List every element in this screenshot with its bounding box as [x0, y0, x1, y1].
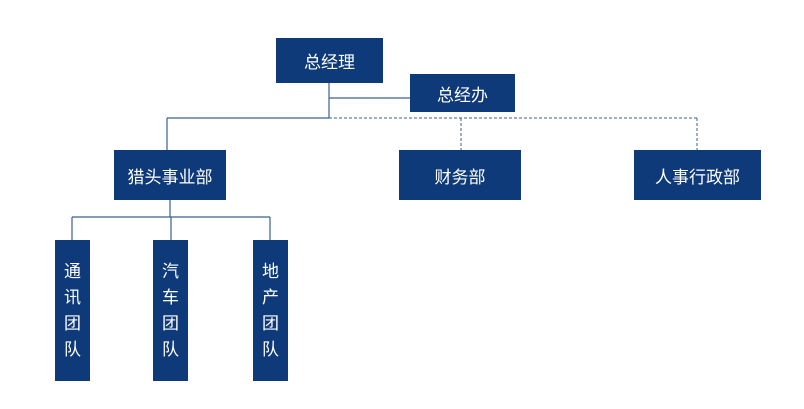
team-char: 通	[64, 261, 81, 282]
team-char: 队	[64, 339, 81, 360]
finance-dept-box: 财务部	[399, 150, 521, 200]
team-char: 讯	[64, 287, 81, 308]
finance-dept-label: 财务部	[434, 167, 486, 188]
team-char: 队	[162, 339, 179, 360]
team-char: 队	[262, 339, 279, 360]
headhunting-dept-label: 猎头事业部	[127, 167, 213, 188]
team-char: 团	[64, 313, 81, 334]
ceo-box: 总经理	[276, 38, 383, 83]
team-char: 地	[262, 261, 279, 282]
team-char: 汽	[162, 261, 179, 282]
team-box-auto: 汽 车 团 队	[153, 240, 188, 381]
general-office-label: 总经办	[437, 85, 488, 106]
headhunting-dept-box: 猎头事业部	[114, 150, 226, 200]
team-box-telecom: 通 讯 团 队	[55, 240, 90, 381]
hr-admin-dept-box: 人事行政部	[634, 150, 761, 200]
team-box-realestate: 地 产 团 队	[253, 240, 288, 381]
team-char: 团	[162, 313, 179, 334]
team-char: 产	[262, 287, 279, 308]
hr-admin-dept-label: 人事行政部	[655, 167, 740, 188]
team-char: 团	[262, 313, 279, 334]
general-office-box: 总经办	[410, 74, 515, 112]
team-char: 车	[162, 287, 179, 308]
ceo-label: 总经理	[304, 53, 355, 73]
